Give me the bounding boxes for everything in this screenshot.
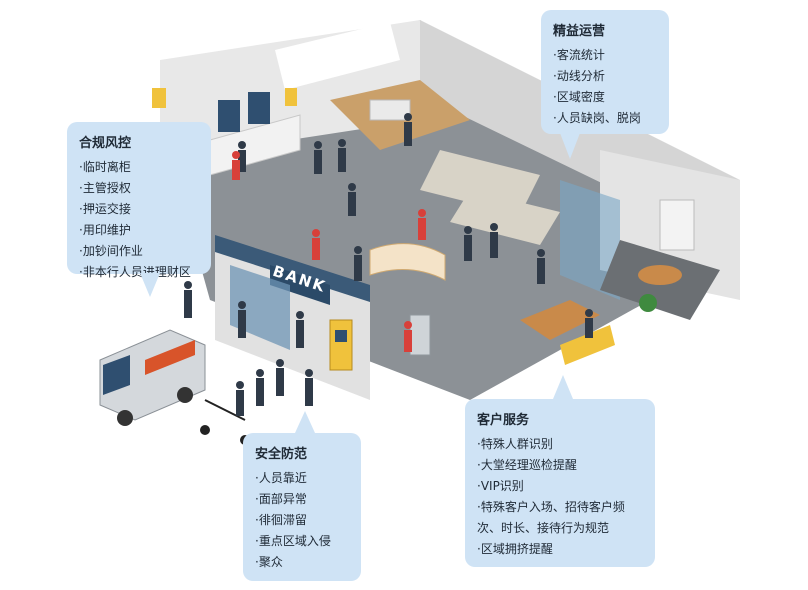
atm-screen xyxy=(335,330,347,342)
bank-facade-roof xyxy=(215,235,370,302)
teller-window-2 xyxy=(248,92,270,124)
callout-item: ·区域密度 xyxy=(553,90,605,104)
callout-list: ·人员靠近 ·面部异常 ·徘徊滞留 ·重点区域入侵 ·聚众 xyxy=(255,468,349,573)
callout-item: ·人员缺岗、脱岗 xyxy=(553,111,641,125)
callout-item: ·非本行人员进理财区 xyxy=(79,265,191,279)
callout-item: ·人员靠近 xyxy=(255,471,307,485)
lounge-table xyxy=(520,300,600,340)
callout-title: 精益运营 xyxy=(553,24,606,39)
callout-tail xyxy=(560,133,580,159)
meeting-table xyxy=(638,265,682,285)
callout-title: 客户服务 xyxy=(477,413,530,428)
wall-poster-2 xyxy=(285,88,297,106)
queue-rope xyxy=(204,399,246,421)
callout-item: ·VIP识别 xyxy=(477,479,524,493)
callout-list: ·客流统计 ·动线分析 ·区域密度 ·人员缺岗、脱岗 xyxy=(553,45,657,129)
glass-partition xyxy=(560,180,620,300)
callout-tail xyxy=(295,411,315,433)
callout-title: 安全防范 xyxy=(255,447,308,462)
potted-plant xyxy=(639,294,657,312)
van-wheel-2 xyxy=(177,387,193,403)
armored-van-stripe xyxy=(145,340,195,375)
van-wheel-1 xyxy=(117,410,133,426)
callout-item: ·主管授权 xyxy=(79,181,131,195)
queue-post-1 xyxy=(200,425,210,435)
manager-desk xyxy=(369,99,411,121)
callout-item: ·押运交接 xyxy=(79,202,131,216)
people xyxy=(184,113,593,416)
callout-item: ·特殊人群识别 xyxy=(477,437,553,451)
office-desks-2 xyxy=(450,190,560,245)
callout-item: ·加钞间作业 xyxy=(79,244,143,258)
callout-security: 安全防范 ·人员靠近 ·面部异常 ·徘徊滞留 ·重点区域入侵 ·聚众 xyxy=(243,411,361,581)
callout-item: ·面部异常 xyxy=(255,492,307,506)
staff-red xyxy=(232,151,426,352)
callout-item: ·区域拥挤提醒 xyxy=(477,542,553,556)
back-wall-top xyxy=(275,22,400,90)
bank-sign-panel xyxy=(270,265,330,305)
callout-title: 合规风控 xyxy=(79,136,132,151)
reception-desk xyxy=(369,243,446,281)
teller-window-1 xyxy=(218,100,240,132)
callout-item: ·客流统计 xyxy=(553,48,605,62)
callout-item: ·动线分析 xyxy=(553,69,605,83)
callout-lean-operations: 精益运营 ·客流统计 ·动线分析 ·区域密度 ·人员缺岗、脱岗 xyxy=(541,10,669,134)
callout-item: ·聚众 xyxy=(255,555,283,569)
callout-tail xyxy=(140,273,160,297)
armored-van-window xyxy=(103,355,130,395)
callout-item: ·重点区域入侵 xyxy=(255,534,331,548)
callout-item: ·特殊客户入场、招待客户频次、时长、接待行为规范 xyxy=(477,500,625,535)
callout-item: ·徘徊滞留 xyxy=(255,513,307,527)
callout-customer-service: 客户服务 ·特殊人群识别 ·大堂经理巡检提醒 ·VIP识别 ·特殊客户入场、招待… xyxy=(465,375,655,567)
right-window xyxy=(659,199,695,251)
wall-poster-1 xyxy=(152,88,166,108)
atm-machine xyxy=(329,319,353,371)
callout-compliance-risk: 合规风控 ·临时离柜 ·主管授权 ·押运交接 ·用印维护 ·加钞间作业 ·非本行… xyxy=(67,122,211,279)
callout-item: ·大堂经理巡检提醒 xyxy=(477,458,577,472)
callout-list: ·特殊人群识别 ·大堂经理巡检提醒 ·VIP识别 ·特殊客户入场、招待客户频次、… xyxy=(477,434,643,560)
callout-item: ·临时离柜 xyxy=(79,160,131,174)
office-desks xyxy=(420,150,540,215)
callout-tail xyxy=(553,375,573,399)
lounge-sofa xyxy=(560,325,615,365)
lobby-atm xyxy=(409,314,431,356)
callout-item: ·用印维护 xyxy=(79,223,131,237)
callout-list: ·临时离柜 ·主管授权 ·押运交接 ·用印维护 ·加钞间作业 ·非本行人员进理财… xyxy=(79,157,199,283)
